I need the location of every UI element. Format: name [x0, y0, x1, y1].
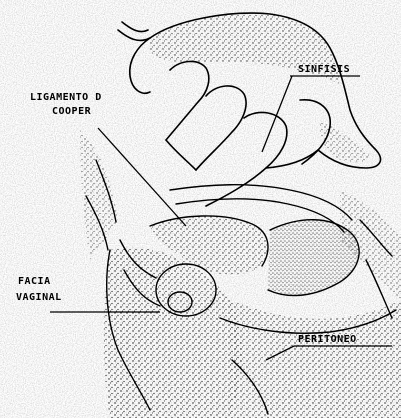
- label-peritoneo: PERITONEO: [298, 334, 357, 346]
- label-sinfisis: SINFISIS: [298, 64, 350, 76]
- label-facia-line2: VAGINAL: [16, 292, 62, 304]
- label-facia-line1: FACIA: [18, 276, 51, 288]
- label-ligamento-line2: COOPER: [52, 106, 91, 118]
- label-ligamento-line1: LIGAMENTO D: [30, 92, 102, 104]
